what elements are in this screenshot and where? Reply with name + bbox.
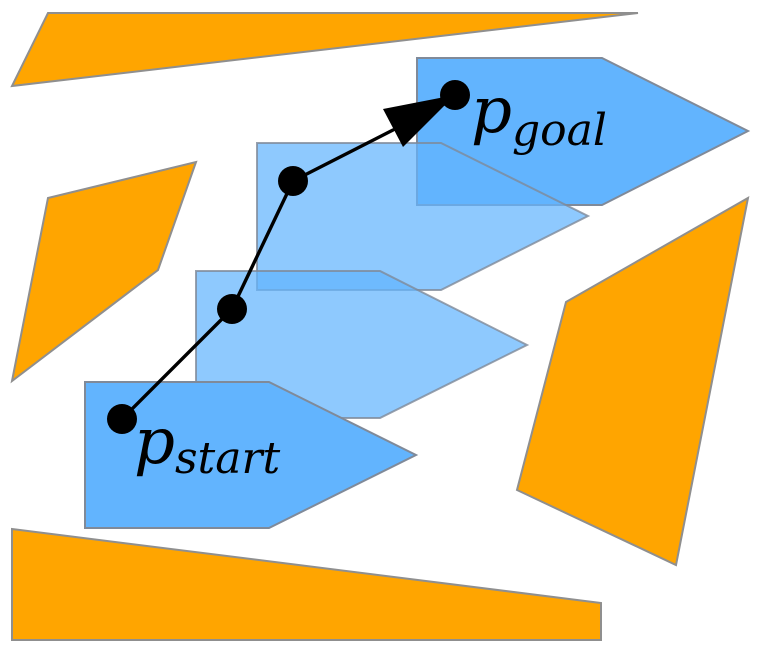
path-arrowhead	[383, 95, 455, 147]
obstacle-right-quad	[515, 196, 750, 567]
label-p-start-main: p	[134, 405, 175, 479]
waypoint-start	[107, 404, 137, 434]
label-p-start-subscript: start	[175, 433, 281, 484]
waypoint-2	[217, 294, 247, 324]
robot-intermediate-pose-upper	[256, 142, 591, 291]
waypoint-3	[278, 166, 308, 196]
planned-path	[120, 128, 395, 421]
obstacle-top-wedge	[10, 12, 639, 88]
robot-start-pose	[84, 381, 419, 529]
label-p-start: pstart	[134, 405, 280, 484]
label-p-goal-subscript: goal	[512, 105, 607, 156]
obstacle-bottom-wedge	[11, 527, 602, 641]
label-p-goal-main: p	[471, 74, 512, 148]
obstacle-left-quad	[10, 160, 198, 384]
waypoint-goal	[440, 80, 470, 110]
label-p-goal: pgoal	[471, 74, 607, 156]
